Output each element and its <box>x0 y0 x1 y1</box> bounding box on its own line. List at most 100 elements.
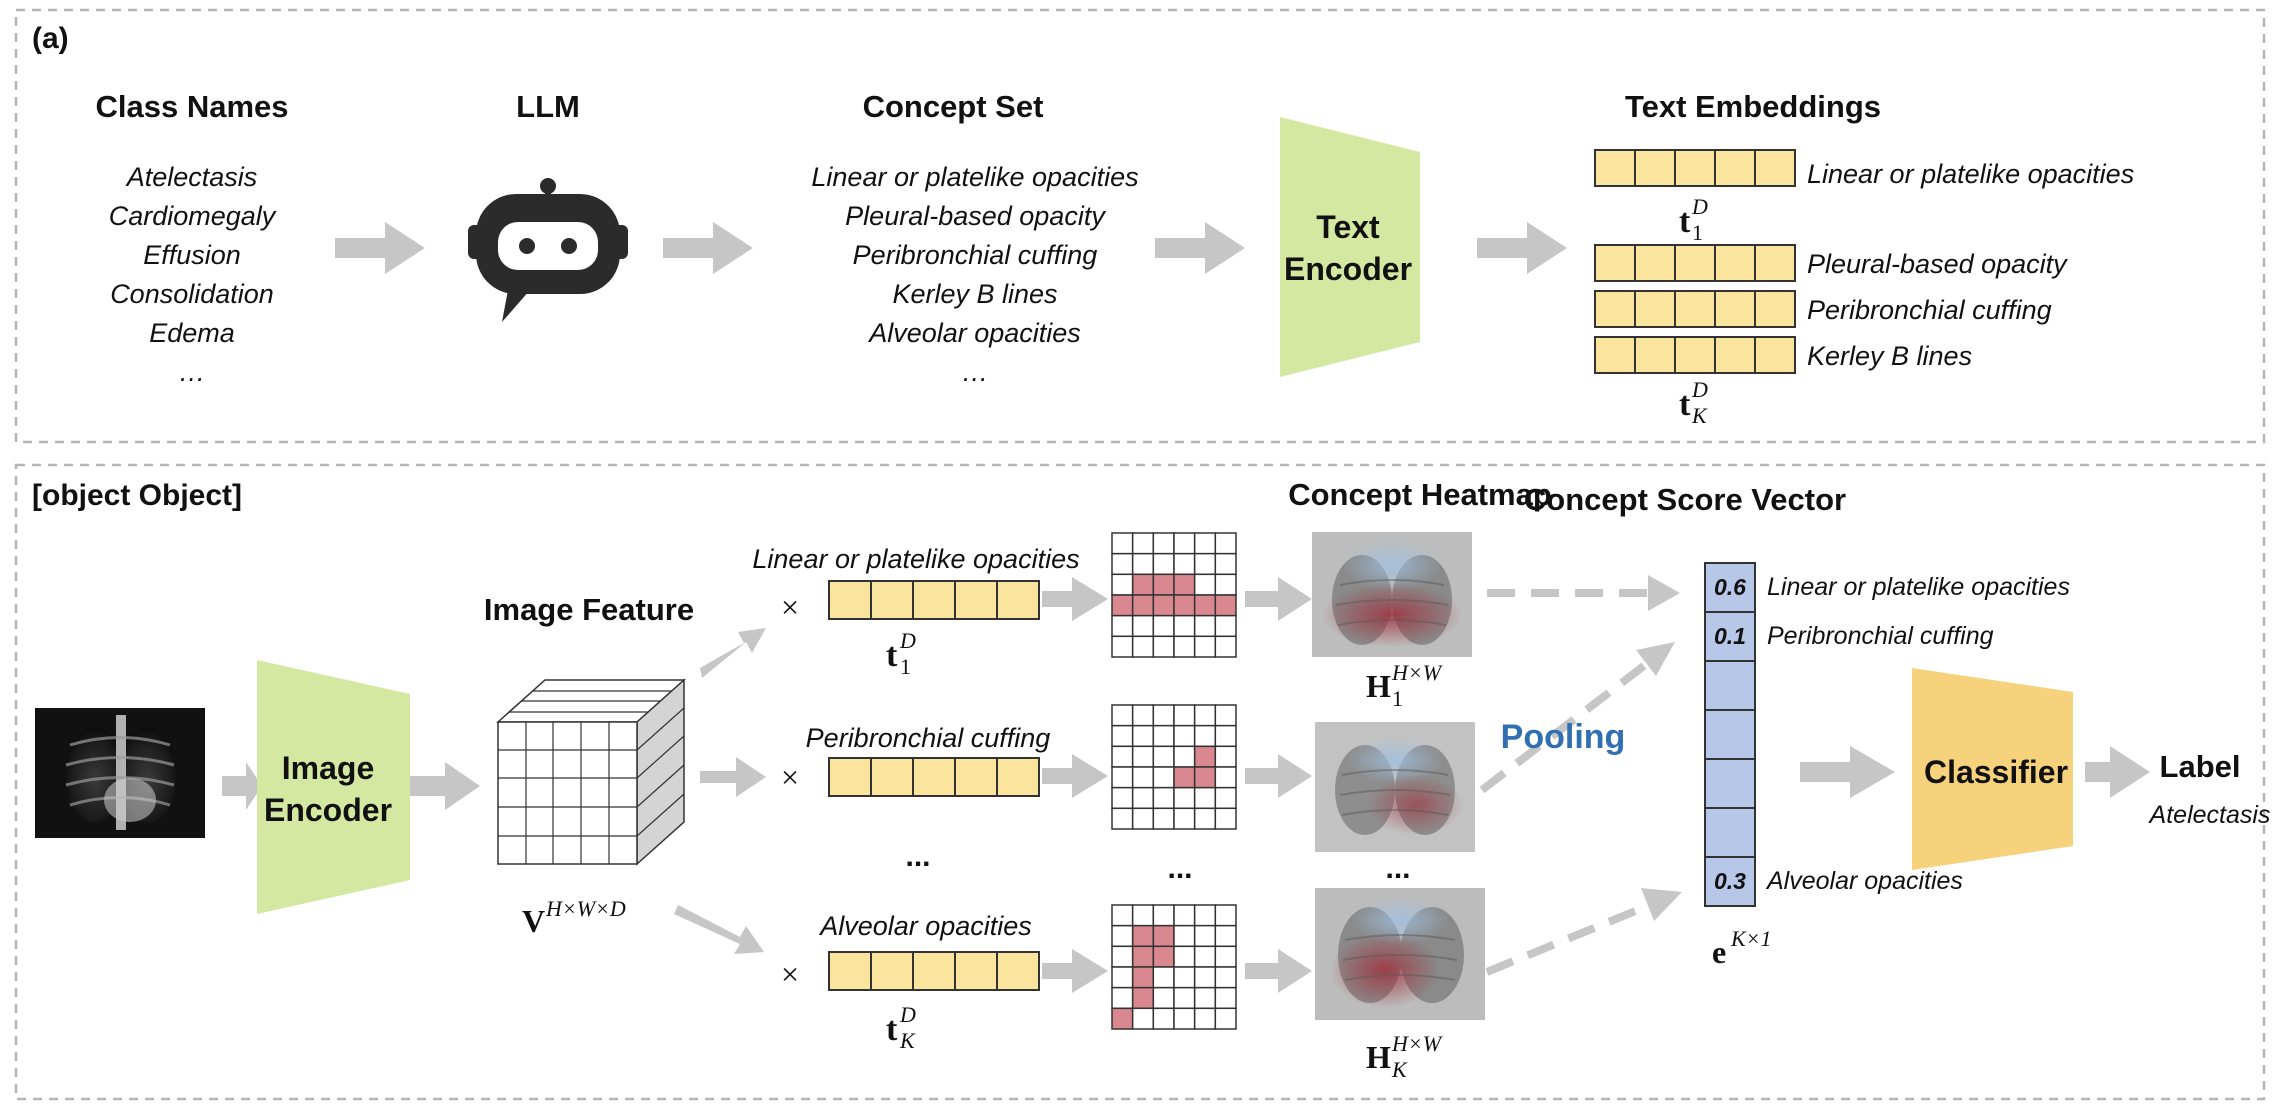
tK-symbol: t D K <box>886 1002 916 1053</box>
concept-item: Alveolar opacities <box>867 318 1081 348</box>
robot-chat-icon <box>468 178 628 322</box>
score-cell <box>1704 709 1756 760</box>
math-superscript: H×W <box>1391 1031 1443 1056</box>
similarity-grid <box>1111 904 1237 1030</box>
multiply-symbol: × <box>781 759 799 795</box>
math-symbol: t <box>1679 203 1691 240</box>
math-subscript: K <box>1691 403 1708 428</box>
classifier-label: Classifier <box>1924 754 2068 790</box>
embedding-vector <box>1594 290 1796 328</box>
branch-concept-label: Alveolar opacities <box>818 911 1032 941</box>
grid-cell <box>1214 924 1237 948</box>
math-subscript: K <box>899 1028 916 1053</box>
score-value: 0.1 <box>1714 623 1746 649</box>
grid-cell <box>1173 704 1196 727</box>
grid-cell <box>1173 745 1196 768</box>
label-heading: Label <box>2160 749 2241 784</box>
grid-cell <box>1214 745 1237 768</box>
grid-cell <box>1152 614 1175 638</box>
feature-cube <box>496 678 686 866</box>
grid-cell <box>1111 786 1134 810</box>
concept-item: Peribronchial cuffing <box>853 240 1098 270</box>
class-name-item: Effusion <box>143 240 241 270</box>
grid-cell-activated <box>1131 986 1155 1010</box>
panel-b-label: [object Object] <box>32 479 242 512</box>
grid-cell <box>1131 704 1155 727</box>
math-symbol: t <box>886 1011 898 1048</box>
grid-cell <box>1193 904 1217 927</box>
grid-cell <box>1111 704 1134 727</box>
score-label: Peribronchial cuffing <box>1767 622 1994 650</box>
grid-cell <box>1173 945 1196 968</box>
grid-cell-activated <box>1111 594 1134 617</box>
V-symbol: V H×W×D <box>522 896 626 939</box>
arrow-right <box>700 757 766 797</box>
score-cell <box>1704 807 1756 858</box>
grid-cell <box>1214 635 1237 658</box>
grid-cell <box>1111 573 1134 596</box>
panel-b-frame <box>14 463 2266 1101</box>
class-name-item: Consolidation <box>110 279 274 309</box>
math-superscript: D <box>1691 377 1708 402</box>
grid-cell <box>1152 904 1175 927</box>
grid-cell <box>1131 532 1155 555</box>
grid-cell <box>1152 635 1175 658</box>
concept-item: … <box>962 357 989 387</box>
grid-cell <box>1214 1007 1237 1030</box>
branch-concept-label: Peribronchial cuffing <box>806 723 1051 753</box>
class-names-heading: Class Names <box>95 89 288 124</box>
grid-cell <box>1111 635 1134 658</box>
image-encoder-label: Image <box>282 750 374 786</box>
math-symbol: H <box>1366 1039 1391 1075</box>
math-superscript: H×W×D <box>545 896 626 921</box>
grid-cell <box>1152 704 1175 727</box>
grid-cell <box>1131 724 1155 748</box>
arrow-right <box>1477 222 1567 274</box>
grid-cell <box>1173 966 1196 989</box>
grid-cell <box>1193 986 1217 1010</box>
grid-cell <box>1214 786 1237 810</box>
tK-symbol: t D K <box>1679 377 1708 428</box>
t1-symbol: t D 1 <box>1679 194 1708 245</box>
llm-heading: LLM <box>516 89 580 124</box>
grid-cell <box>1193 945 1217 968</box>
ellipsis: ... <box>1167 852 1192 885</box>
arrow-right <box>663 222 753 274</box>
grid-cell <box>1193 966 1217 989</box>
grid-cell <box>1131 1007 1155 1030</box>
arrow-right <box>222 762 262 810</box>
multiply-symbol: × <box>781 589 799 625</box>
grid-cell <box>1193 532 1217 555</box>
label-value: Atelectasis <box>2148 801 2271 829</box>
pooling-arrows <box>1479 575 1682 976</box>
grid-cell <box>1214 945 1237 968</box>
multiply-symbol: × <box>781 956 799 992</box>
grid-cell <box>1173 635 1196 658</box>
grid-cell <box>1152 745 1175 768</box>
grid-cell-activated <box>1173 573 1196 596</box>
grid-cell <box>1152 786 1175 810</box>
chest-xray-image <box>35 708 205 838</box>
arrow-diagonal-up <box>700 628 766 678</box>
e-symbol: e K×1 <box>1712 926 1772 970</box>
grid-cell <box>1214 966 1237 989</box>
image-encoder-label: Encoder <box>264 792 392 828</box>
grid-cell-activated <box>1111 1007 1134 1030</box>
grid-cell-activated <box>1131 966 1155 989</box>
concept-score-heading: Concept Score Vector <box>1524 482 1846 517</box>
math-symbol: t <box>886 637 898 674</box>
grid-cell-activated <box>1131 924 1155 948</box>
grid-cell <box>1193 635 1217 658</box>
grid-cell <box>1193 807 1217 830</box>
heatmap-image <box>1315 722 1475 852</box>
grid-cell <box>1152 724 1175 748</box>
grid-cell <box>1173 552 1196 576</box>
grid-cell <box>1131 786 1155 810</box>
grid-cell <box>1193 786 1217 810</box>
grid-cell <box>1173 1007 1196 1030</box>
score-cell <box>1704 660 1756 711</box>
math-subscript: 1 <box>1692 220 1703 245</box>
math-superscript: K×1 <box>1730 926 1772 951</box>
grid-cell <box>1173 786 1196 810</box>
